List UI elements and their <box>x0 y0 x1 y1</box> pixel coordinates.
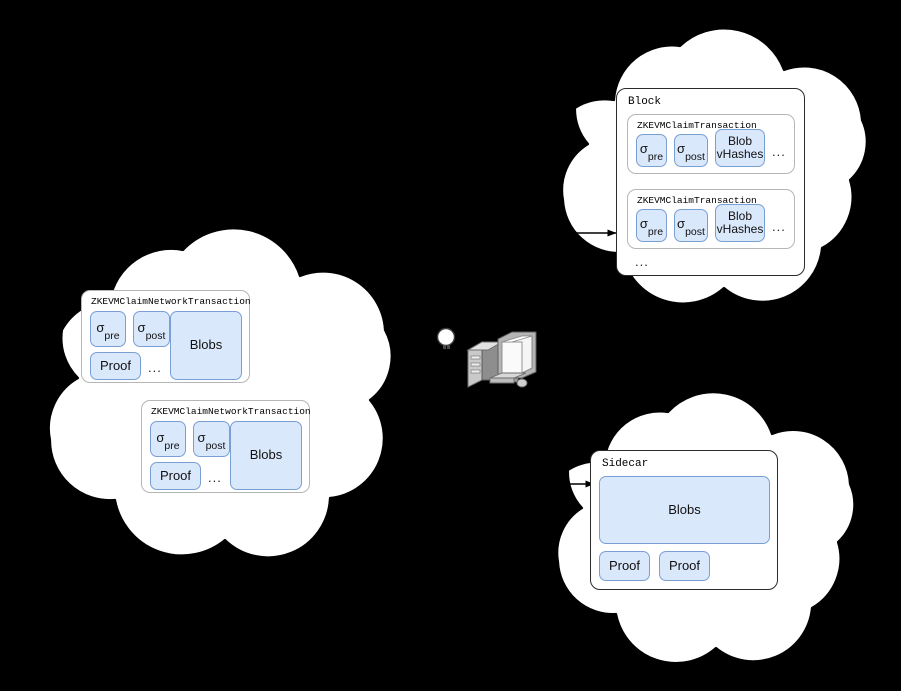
blobs-box[interactable]: Blobs <box>230 421 302 490</box>
block-container[interactable]: Block ZKEVMClaimTransaction σpre σpost B… <box>616 88 805 276</box>
fields-ellipsis: ... <box>772 144 786 159</box>
network-cloud-shape <box>47 227 393 559</box>
sigma-pre-box[interactable]: σpre <box>150 421 186 457</box>
blob-vhashes-line1: Blob <box>727 134 753 149</box>
network-transaction-label-2: ZKEVMClaimNetworkTransaction <box>151 406 311 417</box>
fields-ellipsis: ... <box>772 219 786 234</box>
sigma-pre-box[interactable]: σpre <box>636 209 667 242</box>
sigma-pre-label: σpre <box>96 319 120 342</box>
sigma-pre-label: σpre <box>156 429 180 452</box>
sidecar-label: Sidecar <box>602 458 649 470</box>
sidecar-proof-label-1: Proof <box>608 557 641 573</box>
desktop-computer-icon <box>464 330 538 392</box>
sigma-post-box[interactable]: σpost <box>133 311 170 347</box>
blobs-label: Blobs <box>249 447 283 463</box>
sidecar-proof-box-2[interactable]: Proof <box>659 551 710 581</box>
sigma-post-label: σpost <box>677 216 705 239</box>
sigma-post-label: σpost <box>677 141 705 164</box>
sigma-post-box[interactable]: σpost <box>674 134 708 167</box>
block-transaction-box-2[interactable]: ZKEVMClaimTransaction σpre σpost Blob vH… <box>627 189 795 249</box>
sigma-pre-box[interactable]: σpre <box>636 134 667 167</box>
proof-box[interactable]: Proof <box>90 352 141 380</box>
fields-ellipsis: ... <box>208 470 222 485</box>
fields-ellipsis: ... <box>148 360 162 375</box>
block-transaction-label-1: ZKEVMClaimTransaction <box>637 120 757 131</box>
sigma-pre-box[interactable]: σpre <box>90 311 126 347</box>
sigma-pre-label: σpre <box>639 216 664 239</box>
proof-box[interactable]: Proof <box>150 462 201 490</box>
blobs-box[interactable]: Blobs <box>170 311 242 380</box>
block-transaction-label-2: ZKEVMClaimTransaction <box>637 195 757 206</box>
sigma-post-label: σpost <box>197 429 226 452</box>
sigma-post-box[interactable]: σpost <box>674 209 708 242</box>
block-label: Block <box>628 96 662 108</box>
sidecar-blobs-label: Blobs <box>668 501 701 517</box>
blob-vhashes-line2: vHashes <box>716 222 764 236</box>
network-transaction-box-1[interactable]: ZKEVMClaimNetworkTransaction σpre σpost … <box>81 290 251 383</box>
block-trailing-ellipsis: ... <box>635 254 649 269</box>
sidecar-proof-box-1[interactable]: Proof <box>599 551 650 581</box>
sidecar-proof-label-2: Proof <box>668 557 701 573</box>
blobs-label: Blobs <box>189 337 223 353</box>
sigma-post-label: σpost <box>137 319 166 342</box>
sigma-post-box[interactable]: σpost <box>193 421 230 457</box>
blob-vhashes-box[interactable]: Blob vHashes <box>715 204 765 242</box>
network-transaction-box-2[interactable]: ZKEVMClaimNetworkTransaction σpre σpost … <box>141 400 311 493</box>
blob-vhashes-line2: vHashes <box>716 147 764 161</box>
sidecar-blobs-box[interactable]: Blobs <box>599 476 770 544</box>
block-transaction-box-1[interactable]: ZKEVMClaimTransaction σpre σpost Blob vH… <box>627 114 795 174</box>
sidecar-container[interactable]: Sidecar Blobs Proof Proof <box>590 450 778 590</box>
blob-vhashes-line1: Blob <box>727 209 753 224</box>
proof-label: Proof <box>99 357 132 373</box>
network-transaction-label-1: ZKEVMClaimNetworkTransaction <box>91 296 251 307</box>
sigma-pre-label: σpre <box>639 141 664 164</box>
blob-vhashes-box[interactable]: Blob vHashes <box>715 129 765 167</box>
node-dot-icon <box>435 327 457 349</box>
proof-label: Proof <box>159 467 192 483</box>
